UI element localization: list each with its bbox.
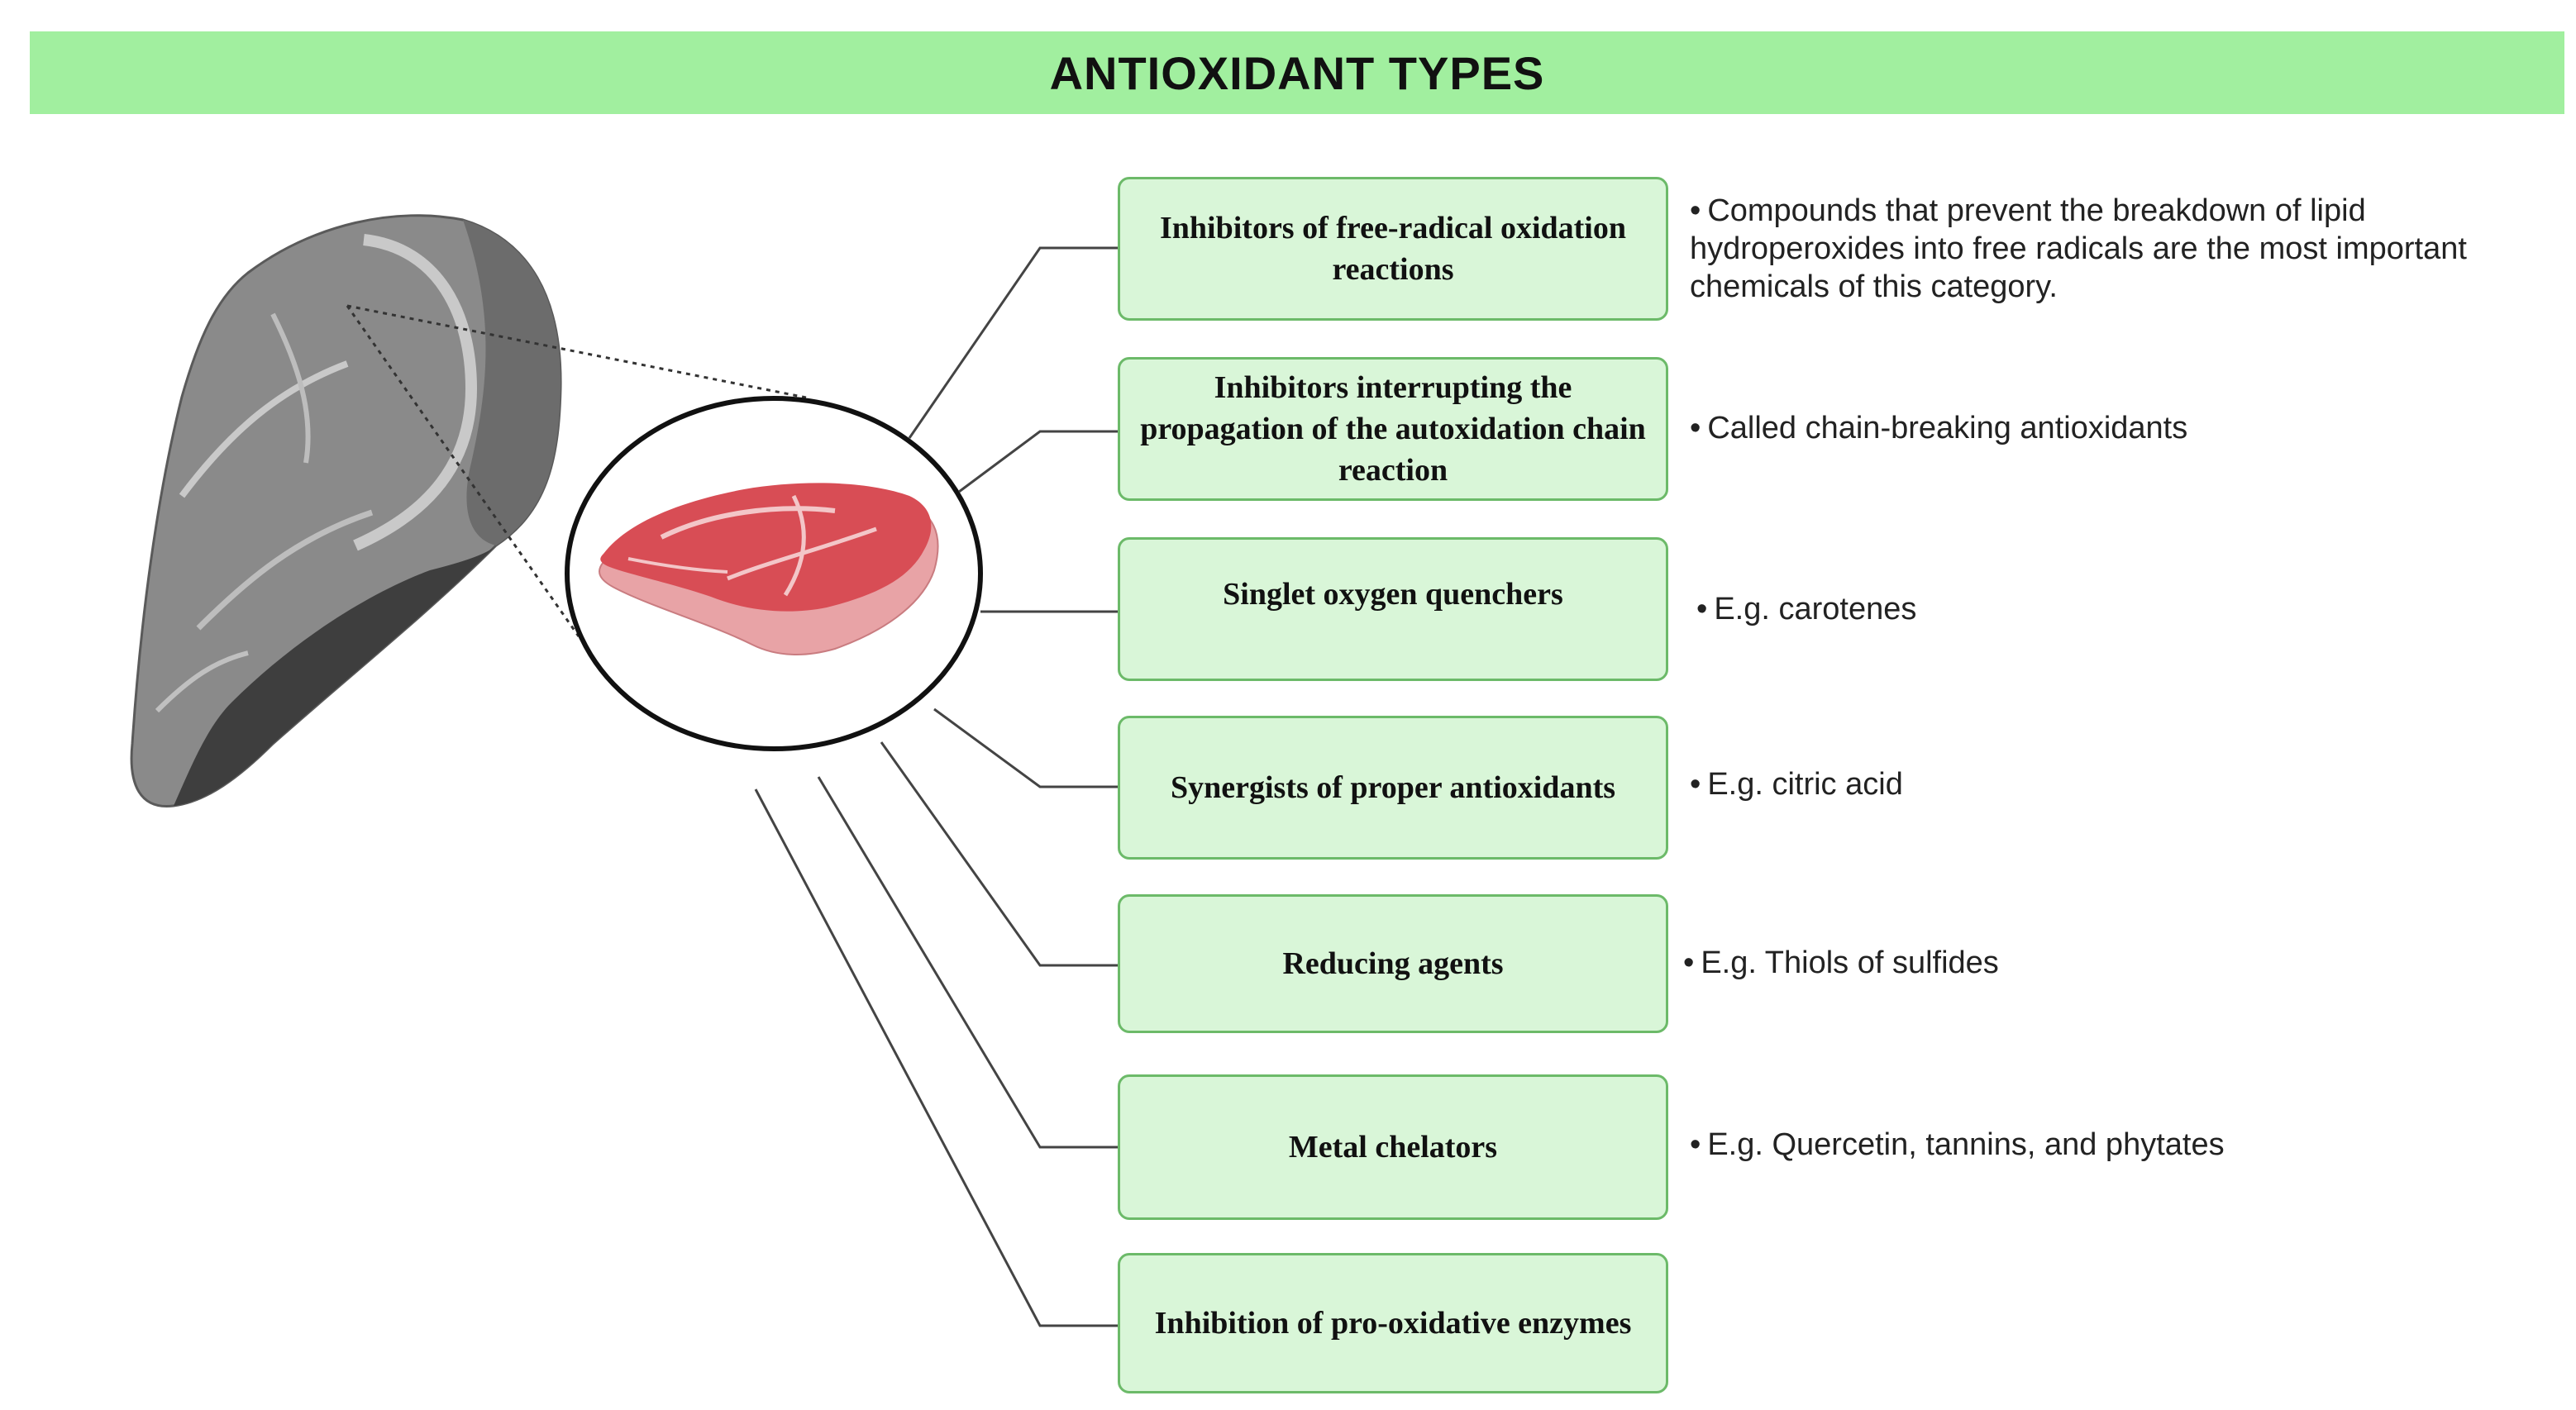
connector-line bbox=[880, 741, 1118, 967]
type-label: Singlet oxygen quenchers bbox=[1223, 577, 1563, 612]
meat-cut-icon bbox=[130, 214, 562, 808]
description-text: Compounds that prevent the breakdown of … bbox=[1690, 193, 2467, 304]
antioxidant-type-box: Singlet oxygen quenchers bbox=[1118, 537, 1668, 681]
description-text: E.g. carotenes bbox=[1714, 592, 1917, 626]
bullet: • bbox=[1690, 411, 1701, 445]
description-text: E.g. citric acid bbox=[1707, 767, 1903, 802]
type-label: Inhibitors interrupting the propagation … bbox=[1140, 370, 1646, 488]
type-label: Inhibitors of free-radical oxidation rea… bbox=[1159, 211, 1626, 287]
connector-line bbox=[754, 788, 1118, 1327]
connector-line bbox=[817, 776, 1118, 1149]
description-text: E.g. Quercetin, tannins, and phytates bbox=[1707, 1127, 2225, 1162]
type-label: Inhibition of pro-oxidative enzymes bbox=[1154, 1306, 1632, 1341]
steak-icon bbox=[599, 483, 939, 655]
type-description: •E.g. Thiols of sulfides bbox=[1683, 944, 2477, 982]
type-description: •E.g. citric acid bbox=[1690, 765, 2483, 803]
antioxidant-type-box: Inhibitors interrupting the propagation … bbox=[1118, 357, 1668, 501]
antioxidant-type-box: Inhibitors of free-radical oxidation rea… bbox=[1118, 177, 1668, 321]
bullet: • bbox=[1696, 592, 1708, 626]
connector-line bbox=[958, 430, 1118, 493]
type-description: •E.g. Quercetin, tannins, and phytates bbox=[1690, 1126, 2483, 1164]
connector-line bbox=[908, 246, 1118, 439]
bullet: • bbox=[1690, 193, 1701, 228]
title-bar: ANTIOXIDANT TYPES bbox=[30, 31, 2564, 114]
bullet: • bbox=[1683, 946, 1695, 980]
antioxidant-type-box: Inhibition of pro-oxidative enzymes bbox=[1118, 1253, 1668, 1393]
antioxidant-type-box: Reducing agents bbox=[1118, 894, 1668, 1033]
type-label: Metal chelators bbox=[1288, 1130, 1498, 1165]
type-description: •Called chain-breaking antioxidants bbox=[1690, 409, 2483, 447]
type-label: Reducing agents bbox=[1282, 946, 1504, 981]
type-description: •E.g. carotenes bbox=[1696, 590, 2490, 628]
connector-line bbox=[933, 707, 1118, 788]
type-label: Synergists of proper antioxidants bbox=[1170, 770, 1616, 805]
diagram-title: ANTIOXIDANT TYPES bbox=[1049, 46, 1545, 99]
bullet: • bbox=[1690, 767, 1701, 802]
type-description: •Compounds that prevent the breakdown of… bbox=[1690, 192, 2483, 306]
description-text: E.g. Thiols of sulfides bbox=[1701, 946, 1999, 980]
description-text: Called chain-breaking antioxidants bbox=[1707, 411, 2188, 445]
bullet: • bbox=[1690, 1127, 1701, 1162]
antioxidant-type-box: Metal chelators bbox=[1118, 1074, 1668, 1220]
antioxidant-type-box: Synergists of proper antioxidants bbox=[1118, 716, 1668, 860]
